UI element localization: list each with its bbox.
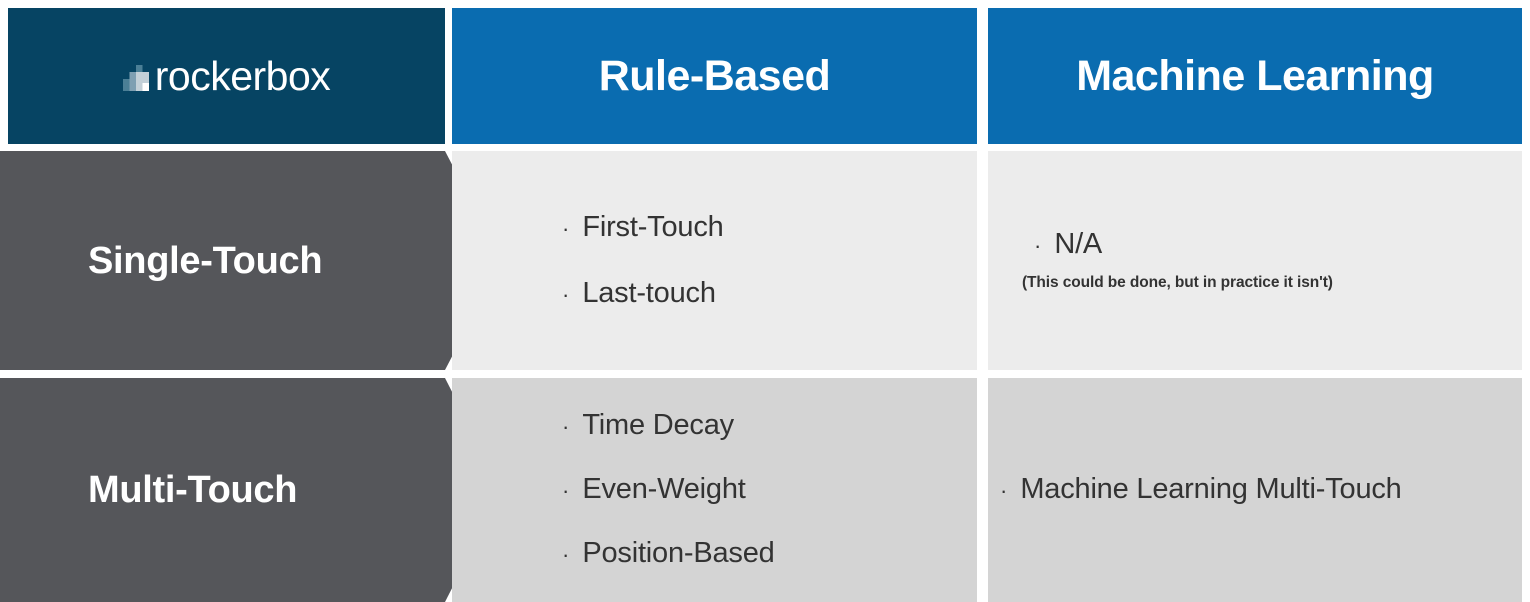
- cell-multi-touch-rule-based: · Time Decay · Even-Weight · Position-Ba…: [452, 378, 977, 602]
- list-item-label: Even-Weight: [582, 473, 746, 506]
- cell-note: (This could be done, but in practice it …: [1022, 273, 1333, 291]
- bullet-icon: ·: [1034, 233, 1042, 259]
- bullet-icon: ·: [562, 414, 570, 440]
- list-item: · Time Decay: [562, 409, 977, 442]
- column-header-machine-learning: Machine Learning: [988, 8, 1522, 144]
- cell-single-touch-rule-based: · First-Touch · Last-touch: [452, 151, 977, 370]
- bullet-icon: ·: [1000, 478, 1008, 504]
- row-label-single-touch: Single-Touch: [0, 151, 502, 370]
- list-item-label: Machine Learning Multi-Touch: [1020, 473, 1402, 506]
- list-item-label: Time Decay: [582, 409, 734, 442]
- row-label-text: Single-Touch: [88, 239, 323, 282]
- list-item-label: First-Touch: [582, 210, 724, 243]
- list-item: · Even-Weight: [562, 473, 977, 506]
- bullet-icon: ·: [562, 478, 570, 504]
- list-item-label: N/A: [1054, 228, 1103, 261]
- cell-multi-touch-machine-learning: · Machine Learning Multi-Touch: [988, 378, 1522, 602]
- list-item: · Machine Learning Multi-Touch: [1000, 473, 1522, 506]
- bullet-icon: ·: [562, 541, 570, 567]
- list-item-label: Position-Based: [582, 536, 775, 569]
- rockerbox-bars-logo-icon: [122, 65, 149, 91]
- brand-header-cell: rockerbox: [8, 8, 445, 144]
- column-header-label: Rule-Based: [598, 51, 831, 100]
- list-item: · N/A: [1034, 228, 1522, 261]
- brand-logo: rockerbox: [122, 52, 331, 99]
- list-item: · First-Touch: [562, 210, 977, 244]
- column-header-rule-based: Rule-Based: [452, 8, 977, 144]
- list-item: · Last-touch: [562, 276, 977, 310]
- list-item: · Position-Based: [562, 536, 977, 570]
- list-item-label: Last-touch: [582, 276, 716, 309]
- bullet-icon: ·: [562, 215, 570, 241]
- bullet-icon: ·: [562, 281, 570, 307]
- row-label-multi-touch: Multi-Touch: [0, 378, 502, 602]
- column-header-label: Machine Learning: [1076, 51, 1434, 100]
- brand-name: rockerbox: [154, 52, 331, 99]
- row-label-text: Multi-Touch: [88, 469, 298, 511]
- cell-single-touch-machine-learning: · N/A (This could be done, but in practi…: [988, 151, 1522, 370]
